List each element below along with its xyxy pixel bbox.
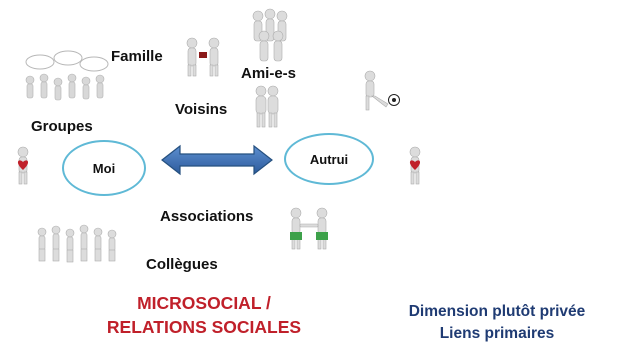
friends-group-icon bbox=[252, 8, 288, 62]
football-player-icon bbox=[364, 70, 400, 111]
microsocial-title: MICROSOCIAL / RELATIONS SOCIALES bbox=[79, 292, 329, 339]
microsocial-title-line1: MICROSOCIAL / bbox=[137, 293, 271, 313]
dimension-title: Dimension plutôt privée Liens primaires bbox=[367, 301, 627, 344]
node-moi: Moi bbox=[62, 140, 146, 196]
node-moi-label: Moi bbox=[92, 160, 116, 176]
label-associations: Associations bbox=[160, 208, 254, 225]
group-of-people-icon bbox=[25, 50, 109, 101]
dimension-title-line1: Dimension plutôt privée bbox=[408, 303, 586, 320]
neighbors-hug-icon bbox=[255, 85, 279, 128]
label-famille: Famille bbox=[111, 48, 163, 65]
person-with-heart-icon bbox=[17, 146, 29, 185]
colleagues-group-icon bbox=[37, 224, 117, 263]
family-people-icon bbox=[186, 37, 220, 77]
label-voisins: Voisins bbox=[175, 101, 228, 118]
microsocial-title-line2: RELATIONS SOCIALES bbox=[106, 316, 302, 337]
node-autrui-label: Autrui bbox=[309, 151, 349, 167]
label-groupes: Groupes bbox=[31, 118, 93, 135]
double-arrow-icon bbox=[161, 144, 273, 176]
label-collegues: Collègues bbox=[146, 256, 218, 273]
label-amis: Ami-e-s bbox=[241, 65, 297, 82]
node-autrui: Autrui bbox=[284, 133, 374, 185]
person-with-heart-right-icon bbox=[409, 146, 421, 185]
dimension-title-line2: Liens primaires bbox=[439, 324, 555, 342]
associations-handshake-icon bbox=[290, 207, 328, 250]
